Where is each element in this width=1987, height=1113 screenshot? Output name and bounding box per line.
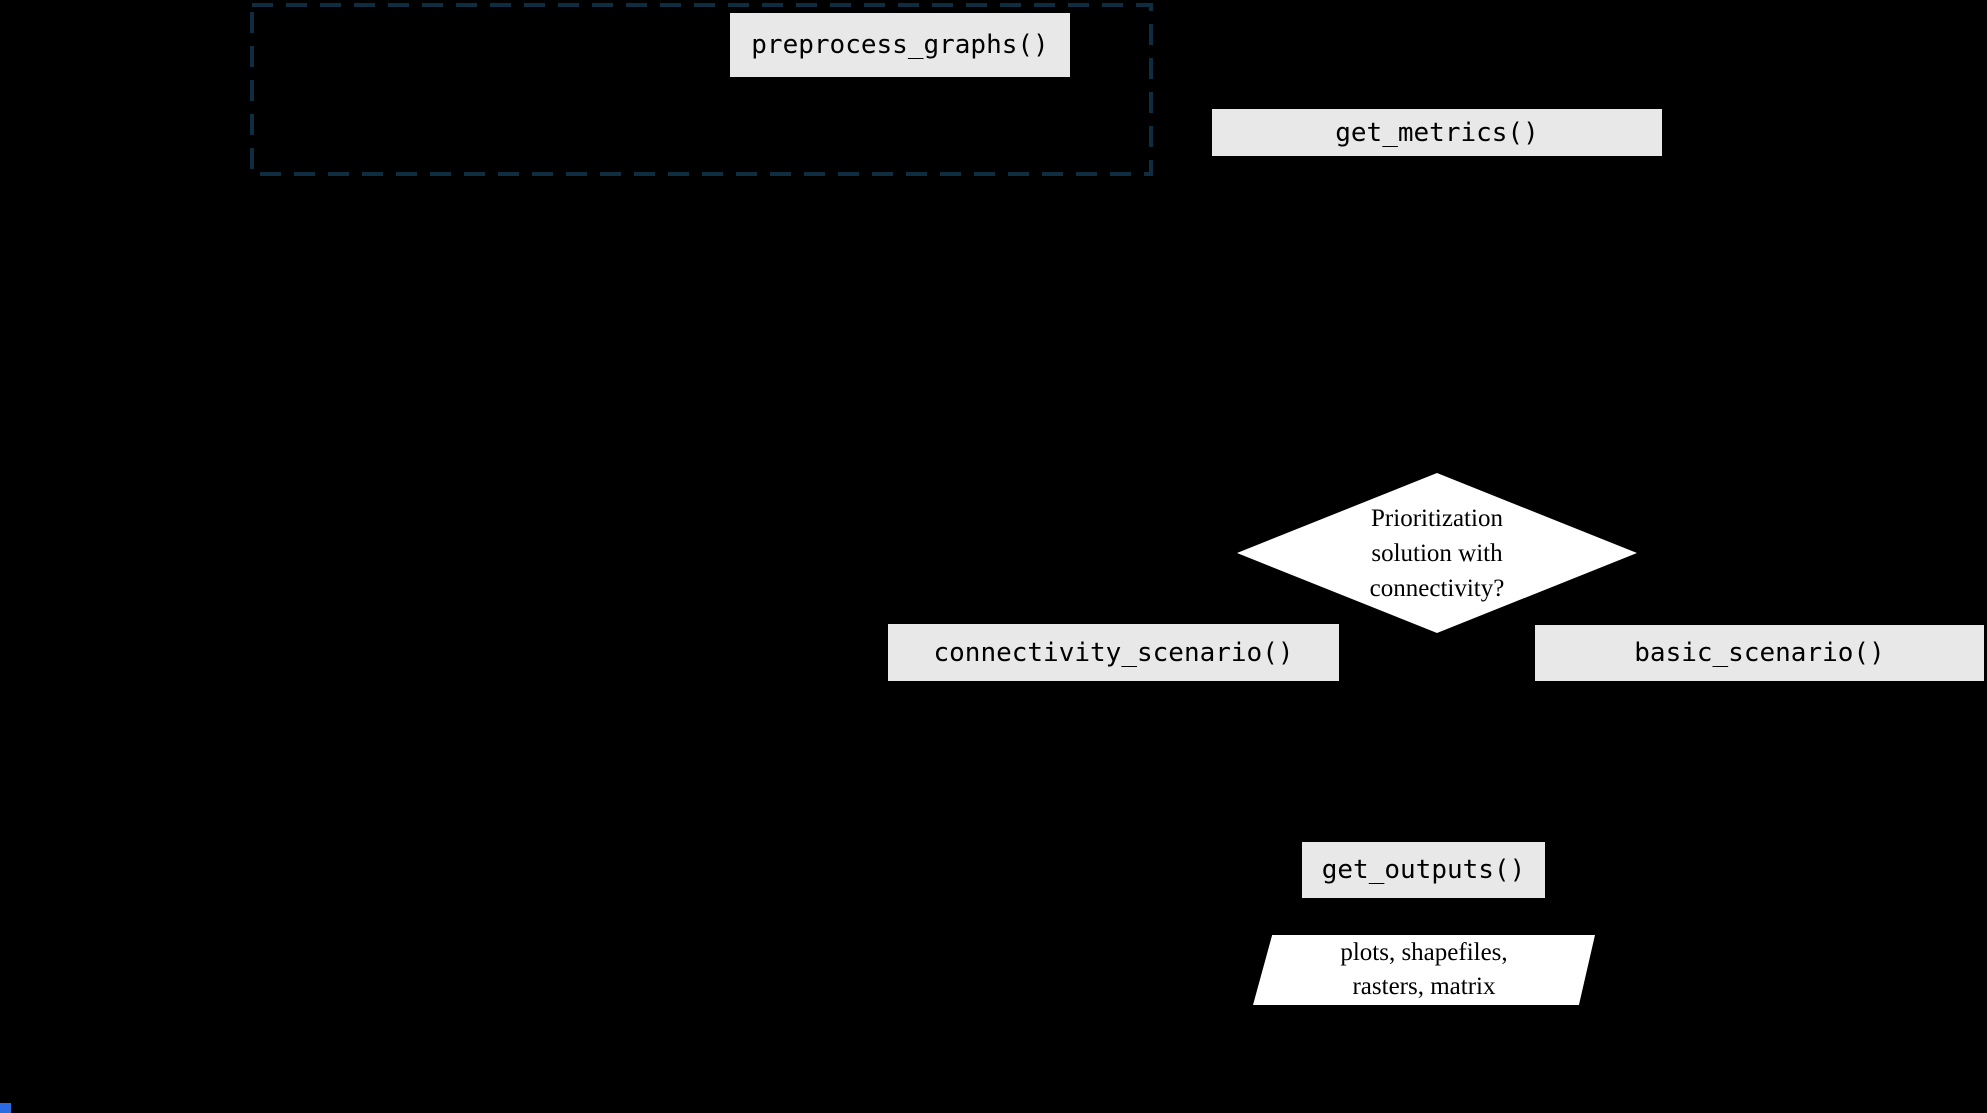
node-get-outputs-label: get_outputs(): [1321, 855, 1526, 885]
node-get-outputs: get_outputs(): [1302, 842, 1545, 898]
preprocessing-group-outline: [250, 3, 1153, 176]
outputs-line-2: rasters, matrix: [1352, 973, 1496, 1000]
node-preprocess-graphs: preprocess_graphs(): [730, 13, 1070, 77]
node-get-metrics-label: get_metrics(): [1335, 117, 1539, 148]
node-outputs-parallelogram: plots, shapefiles, rasters, matrix: [1253, 935, 1595, 1005]
node-decision-diamond: Prioritization solution with connectivit…: [1237, 473, 1637, 633]
node-basic-scenario: basic_scenario(): [1535, 625, 1984, 681]
node-connectivity-scenario-label: connectivity_scenario(): [933, 637, 1294, 668]
outputs-line-1: plots, shapefiles,: [1340, 939, 1508, 966]
dashed-rectangle: [250, 3, 1153, 176]
bottom-left-blue-mark: [0, 1103, 11, 1113]
node-preprocess-graphs-label: preprocess_graphs(): [751, 30, 1049, 60]
decision-line-2: solution with: [1371, 539, 1503, 567]
node-get-metrics: get_metrics(): [1212, 109, 1662, 156]
decision-line-1: Prioritization: [1371, 504, 1503, 532]
node-connectivity-scenario: connectivity_scenario(): [888, 624, 1339, 681]
decision-line-3: connectivity?: [1369, 574, 1505, 602]
node-basic-scenario-label: basic_scenario(): [1634, 638, 1885, 668]
